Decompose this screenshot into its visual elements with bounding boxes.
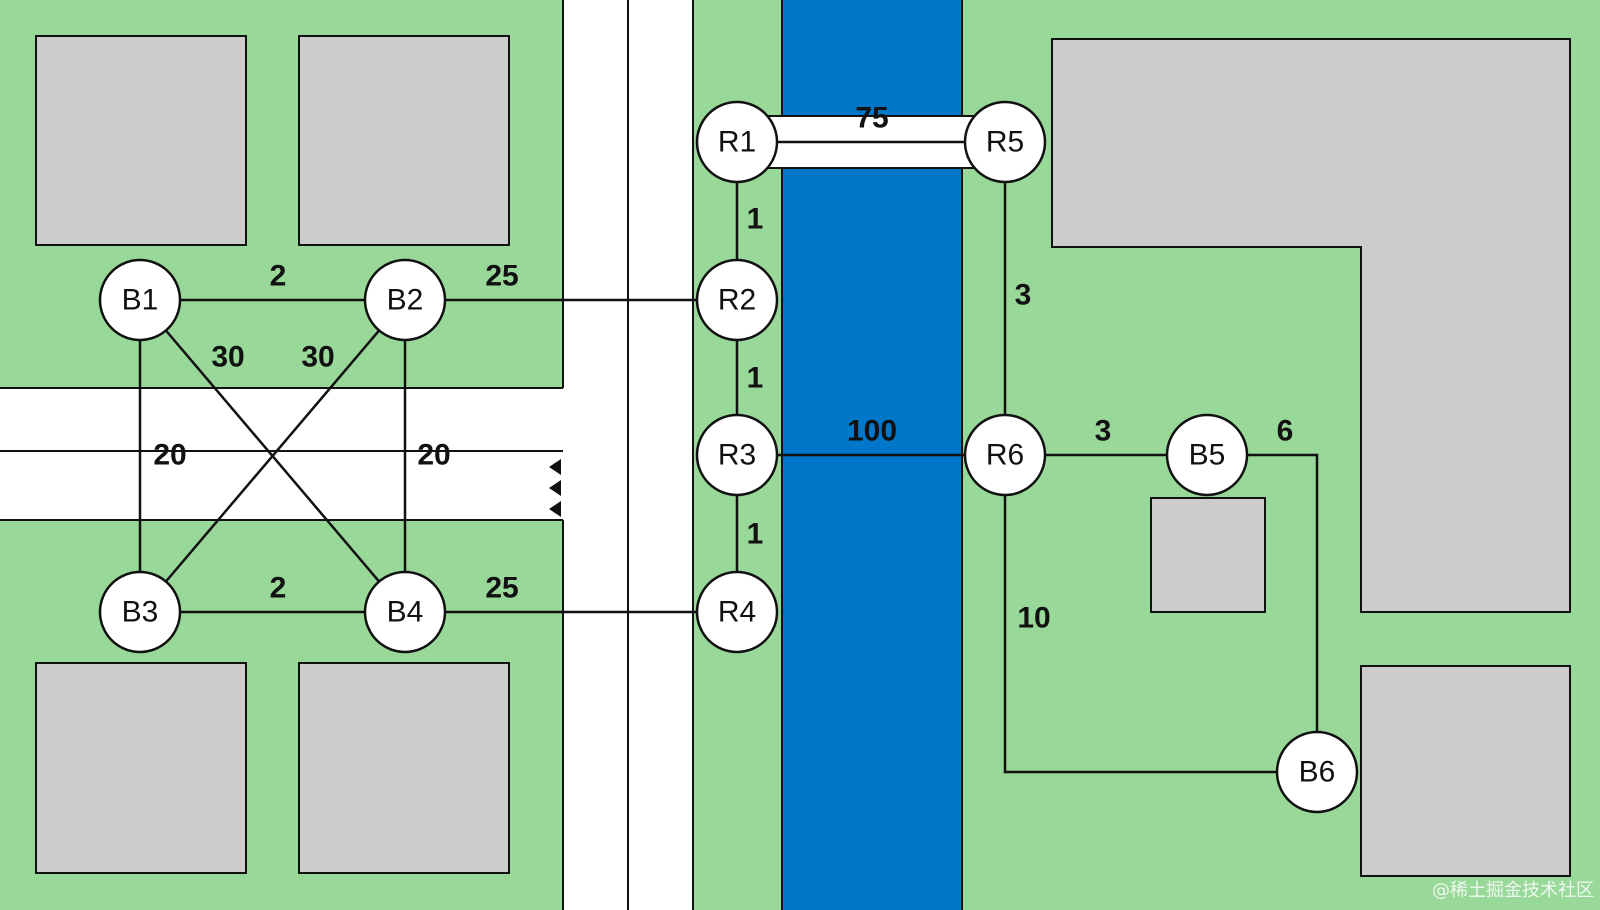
node-circle	[695, 258, 779, 342]
edge-weight-r3-r6: 100	[847, 415, 897, 448]
node-b2: B2	[363, 258, 447, 342]
edge-weight-b1-b2: 2	[270, 260, 287, 293]
road-horizontal	[0, 388, 563, 520]
edge-r6-b6	[1003, 455, 1317, 774]
node-label: B2	[387, 284, 424, 317]
edge-weight-b1-b4: 30	[211, 341, 244, 374]
node-label: R1	[718, 126, 756, 159]
road-arrow-marker	[549, 459, 561, 475]
node-label: R3	[718, 439, 756, 472]
building	[298, 35, 510, 246]
node-r1: R1	[695, 100, 779, 184]
node-circle	[363, 570, 447, 654]
node-circle	[695, 100, 779, 184]
edge-weight-b3-b4: 2	[270, 572, 287, 605]
node-b3: B3	[98, 570, 182, 654]
edge-b2-b3	[139, 299, 406, 613]
edge-weight-r6-b6: 10	[1017, 602, 1050, 635]
node-circle	[1275, 730, 1359, 814]
edge-weight-b4-r4: 25	[485, 572, 518, 605]
node-r6: R6	[963, 413, 1047, 497]
node-r2: R2	[695, 258, 779, 342]
building-l-shaped	[1051, 38, 1571, 613]
node-circle	[695, 413, 779, 497]
road-arrow-marker	[549, 480, 561, 496]
edge-weight-r1-r5: 75	[855, 102, 888, 135]
building	[1360, 665, 1571, 877]
edge-weight-r6-b5: 3	[1095, 415, 1112, 448]
edge-weight-r1-r2: 1	[747, 203, 764, 236]
edge-weight-r5-r6: 3	[1015, 279, 1032, 312]
node-label: B3	[122, 596, 159, 629]
edge-weight-b5-b6: 6	[1277, 415, 1294, 448]
node-b6: B6	[1275, 730, 1359, 814]
node-label: R6	[986, 439, 1024, 472]
node-circle	[963, 413, 1047, 497]
watermark: @稀土掘金技术社区	[1432, 880, 1594, 901]
node-circle	[363, 258, 447, 342]
node-r5: R5	[963, 100, 1047, 184]
node-label: B5	[1189, 439, 1226, 472]
node-b4: B4	[363, 570, 447, 654]
edge-weight-labels: 2 2 20 20 30 30 25 25 1 1 1 75 100 3 3 10 6	[153, 102, 1293, 635]
node-circle	[695, 570, 779, 654]
building	[35, 35, 247, 246]
building	[35, 662, 247, 874]
edge-weight-b2-b4: 20	[417, 439, 450, 472]
building	[298, 662, 510, 874]
edge-weight-b2-b3: 30	[301, 341, 334, 374]
node-r3: R3	[695, 413, 779, 497]
node-label: B4	[387, 596, 424, 629]
node-label: B1	[122, 284, 159, 317]
edge-weight-r2-r3: 1	[747, 362, 764, 395]
node-b5: B5	[1165, 413, 1249, 497]
node-label: R2	[718, 284, 756, 317]
node-b1: B1	[98, 258, 182, 342]
node-circle	[1165, 413, 1249, 497]
edge-weight-b2-r2: 25	[485, 260, 518, 293]
node-label: R5	[986, 126, 1024, 159]
node-circle	[98, 570, 182, 654]
node-r4: R4	[695, 570, 779, 654]
node-circle	[98, 258, 182, 342]
building	[1150, 497, 1266, 613]
edge-weight-b1-b3: 20	[153, 439, 186, 472]
node-label: R4	[718, 596, 756, 629]
road-arrow-marker	[549, 501, 561, 517]
node-circle	[963, 100, 1047, 184]
edge-weight-r3-r4: 1	[747, 518, 764, 551]
node-label: B6	[1299, 756, 1336, 789]
